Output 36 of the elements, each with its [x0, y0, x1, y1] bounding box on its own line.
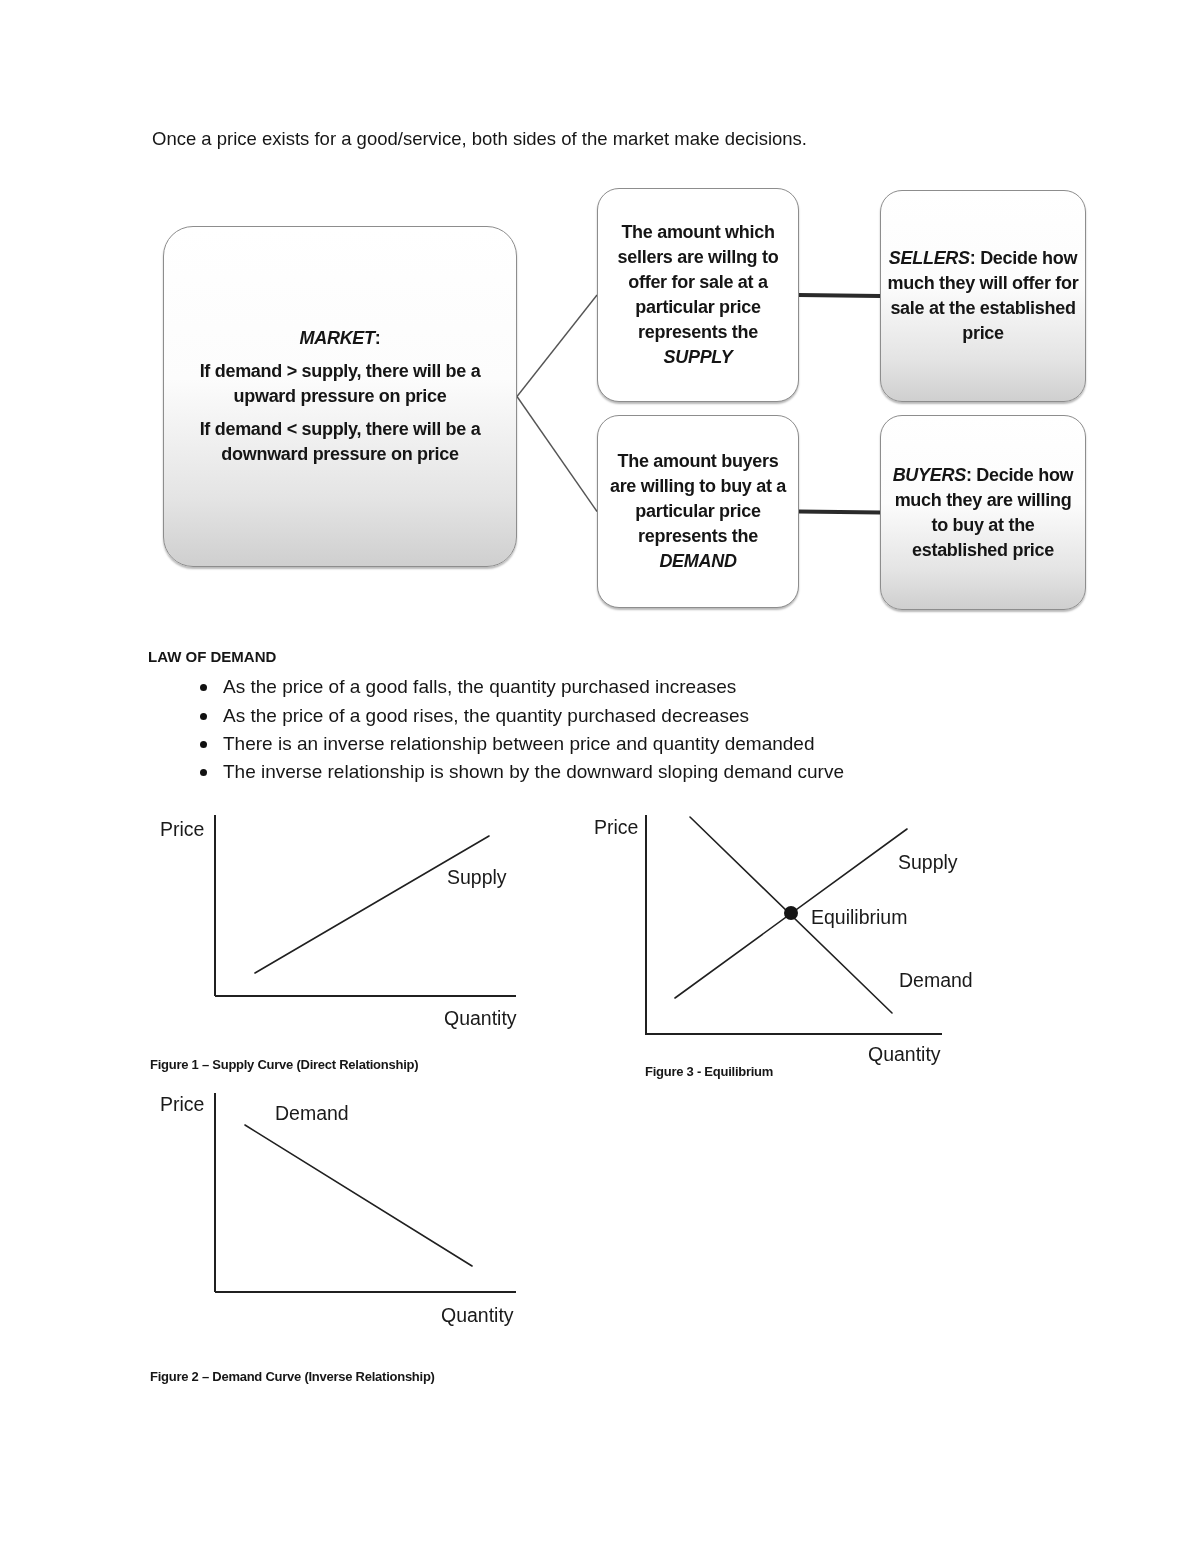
intro-text: Once a price exists for a good/service, both sides of the market make decisions. [152, 128, 807, 150]
box-text: SELLERS: Decide how much they will offer for sale at the established price [887, 247, 1079, 345]
bullet-text: There is an inverse relationship between price and quantity demanded [223, 733, 815, 755]
rounded-box [880, 415, 1086, 610]
box-text: If demand > supply, there will be a upward pressure on price [198, 360, 482, 408]
rounded-box [597, 188, 799, 402]
box-text: The amount which sellers are willng to offer for sale at a particular price represents the SUPPLY [616, 221, 780, 369]
connector-line [798, 509, 881, 515]
connector-line [516, 294, 598, 398]
bullet-text: The inverse relationship is shown by the downward sloping demand curve [223, 761, 844, 783]
box-text: The amount buyers are willing to buy at a particular price represents the DEMAND [608, 450, 788, 573]
rounded-box [597, 415, 799, 608]
box-text: BUYERS: Decide how much they are willing to buy at the established price [891, 463, 1075, 562]
figure-caption: Figure 3 - Equilibrium [645, 1064, 774, 1080]
curve-label: Supply [447, 866, 507, 888]
curve-label: Supply [898, 851, 958, 873]
section-heading: LAW OF DEMAND [148, 648, 277, 666]
box-text: If demand < supply, there will be a downward pressure on price [198, 418, 482, 466]
curve-label: Demand [275, 1102, 349, 1124]
connector-line [798, 293, 881, 298]
figure-caption: Figure 1 – Supply Curve (Direct Relationship) [150, 1057, 419, 1073]
point-label: Equilibrium [811, 906, 908, 928]
box-heading: MARKET: [299, 327, 381, 350]
axis-label: Quantity [441, 1304, 514, 1326]
axis-label: Price [160, 818, 205, 840]
bullet-text: As the price of a good rises, the quantity purchased decreases [223, 705, 749, 727]
connector-line [516, 395, 598, 513]
bullet-text: As the price of a good falls, the quantity purchased increases [223, 676, 737, 698]
rounded-box [880, 190, 1086, 402]
axis-label: Price [160, 1093, 205, 1115]
figure-caption: Figure 2 – Demand Curve (Inverse Relationship) [150, 1369, 435, 1385]
axis-label: Quantity [444, 1007, 517, 1029]
axis-label: Price [594, 816, 639, 838]
axis-label: Quantity [868, 1043, 941, 1065]
rounded-box [163, 226, 517, 567]
curve-label: Demand [899, 969, 973, 991]
